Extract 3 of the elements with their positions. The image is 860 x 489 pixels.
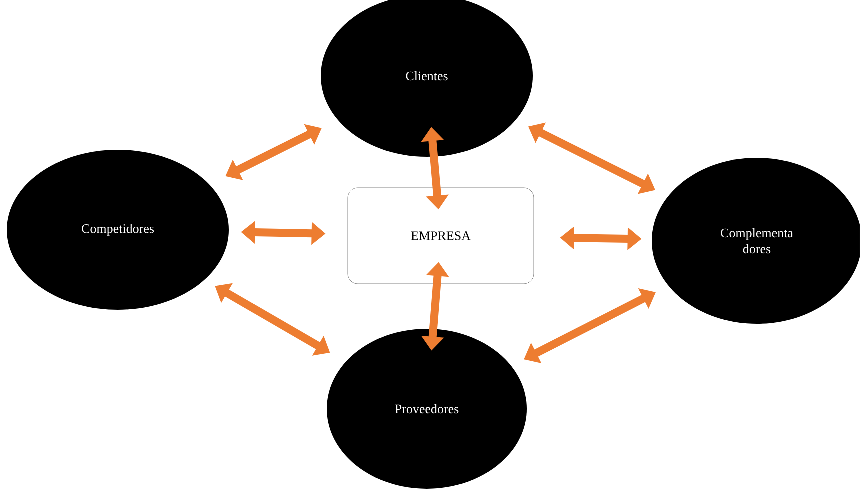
ellipse-node: Competidores (7, 150, 229, 310)
ellipse-node: Proveedores (327, 329, 527, 489)
process-box: EMPRESA (348, 188, 534, 284)
